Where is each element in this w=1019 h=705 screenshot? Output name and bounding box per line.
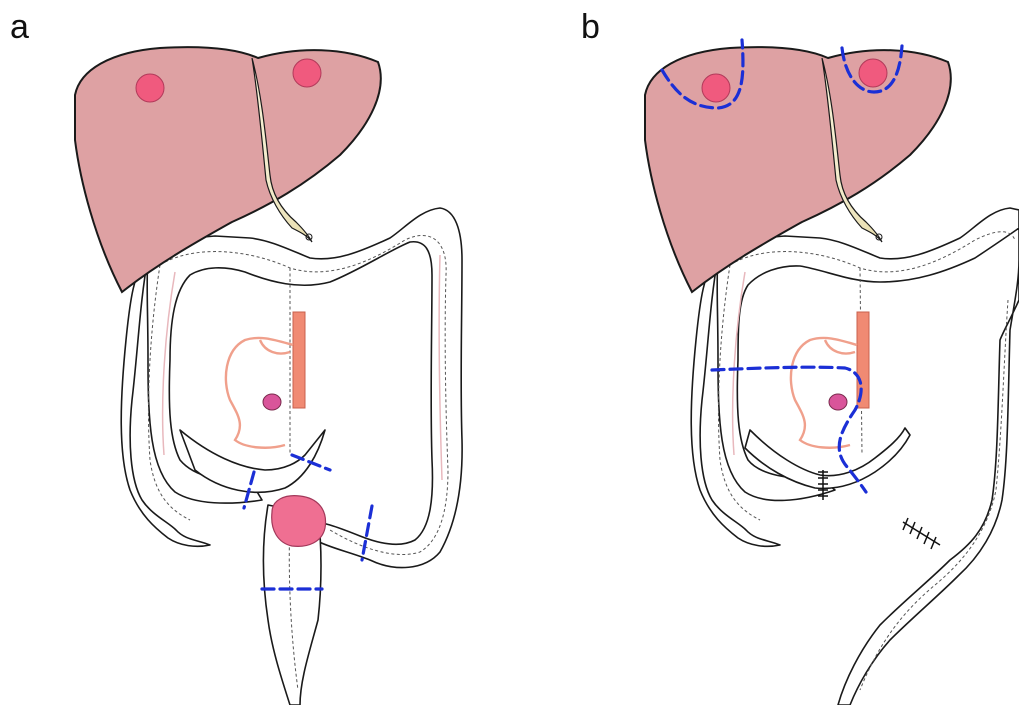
- colon-b: [691, 208, 1019, 705]
- liver-tumor-b-1: [702, 74, 730, 102]
- aorta-a: [293, 312, 305, 408]
- panel-b: [645, 40, 1019, 705]
- anastomosis-sutures-b-2: [903, 518, 940, 549]
- panel-a: [75, 47, 462, 705]
- aorta-b: [857, 312, 869, 408]
- ovary-b: [829, 394, 847, 410]
- ovary-a: [263, 394, 281, 410]
- colon-tumor-a: [272, 496, 326, 547]
- liver-tumor-b-2: [859, 59, 887, 87]
- pelvic-structures-b: [791, 312, 869, 448]
- liver-tumor-a-1: [136, 74, 164, 102]
- liver-tumor-a-2: [293, 59, 321, 87]
- pelvic-structures-a: [226, 312, 305, 448]
